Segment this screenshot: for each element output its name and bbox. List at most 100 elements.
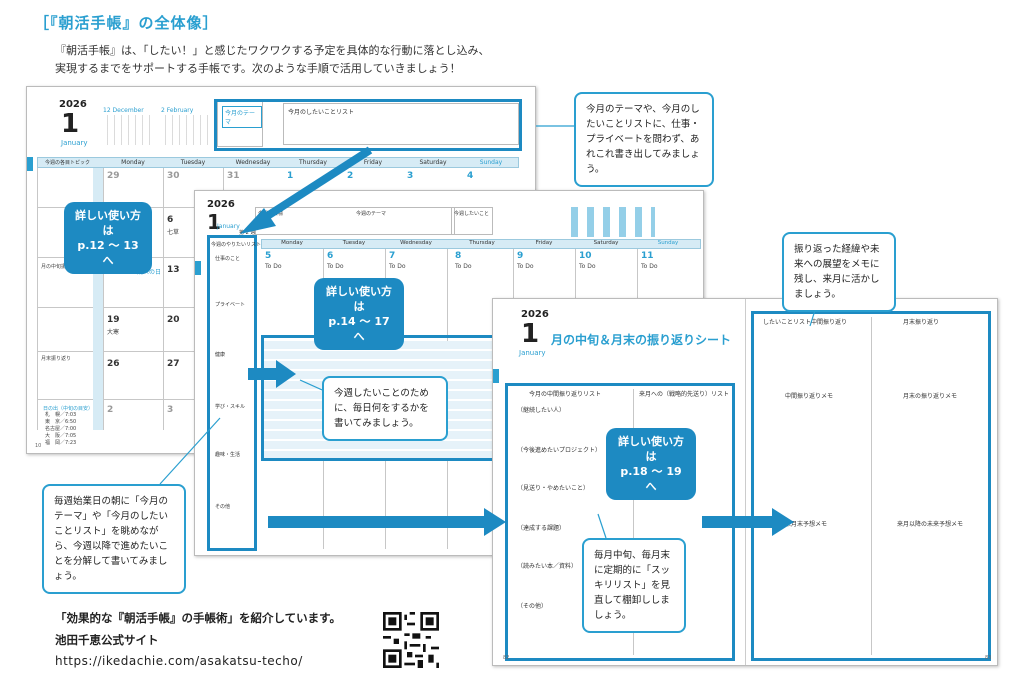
- day-number: 10: [579, 251, 592, 261]
- mini-calendar-grid-2: [161, 115, 209, 145]
- day-cell-number: 4: [467, 171, 474, 181]
- day-cell-number: 3: [167, 405, 174, 415]
- left-item: （今後進めたいプロジェクト）: [517, 447, 602, 454]
- day-cell-note: 大寒: [107, 329, 120, 336]
- detail-link-p14[interactable]: 詳しい使い方は p.14 ～ 17 へ: [314, 278, 404, 350]
- day-number: 8: [455, 251, 462, 261]
- callout-weekly-breakdown: 毎週始業日の朝に「今月のテーマ」や「今月のしたいことリスト」を眺めながら、今週以…: [42, 484, 186, 594]
- sunrise-item: 大 阪／7:05: [45, 433, 77, 439]
- arrow-to-review-left: [268, 508, 506, 536]
- weekday-thursday: Thursday: [469, 240, 495, 246]
- day-cell-number: 6: [167, 215, 174, 225]
- sunrise-item: 福 岡／7:23: [45, 440, 77, 446]
- mini-calendar-grid-1: [103, 115, 151, 145]
- day-cell-number: 1: [287, 171, 294, 181]
- sunrise-item: 東 京／6:50: [45, 419, 77, 425]
- year-label: 2026: [207, 199, 235, 210]
- right-low-1: 来月末予想メモ: [785, 521, 828, 528]
- grid-line: [103, 168, 104, 430]
- month-tab: [493, 369, 499, 383]
- weekly-want-box: 今週したいこと: [451, 207, 493, 235]
- detail-link-line: p.14 ～ 17 へ: [328, 315, 390, 343]
- day-number: 6: [327, 251, 334, 261]
- sunrise-item: 札 幌／7:03: [45, 412, 77, 418]
- habit-tracker: [565, 207, 655, 237]
- callout-monthly-theme: 今月のテーマや、今月のしたいことリストに、仕事・プライベートを問わず、あれこれ書…: [574, 92, 714, 187]
- todo-label: To Do: [265, 263, 282, 270]
- qr-code-icon[interactable]: [383, 612, 439, 668]
- sidebar-title: 今週のやりたいリスト: [211, 242, 262, 248]
- month-name: January: [217, 223, 240, 230]
- sidebar-item: 健康: [215, 352, 226, 358]
- day-cell-number: 26: [107, 359, 120, 369]
- grid-line: [37, 351, 217, 352]
- page-number-right: 83: [985, 655, 992, 661]
- weekday-thursday: Thursday: [299, 159, 327, 166]
- detail-link-line: p.18 ～ 19 へ: [620, 465, 682, 493]
- day-number: 11: [641, 251, 654, 261]
- day-cell-number: 3: [407, 171, 414, 181]
- left-header-1: 今月の中間振り返りリスト: [529, 391, 602, 398]
- day-cell-number: 30: [167, 171, 180, 181]
- detail-link-p18[interactable]: 詳しい使い方は p.18 ～ 19 へ: [606, 428, 696, 500]
- day-cell-note: 成人の日: [137, 269, 162, 276]
- intro-text: 『朝活手帳』は、「したい！」と感じたワクワクする予定を具体的な行動に落とし込み、…: [55, 42, 490, 78]
- arrow-to-review-right: [702, 508, 794, 536]
- day-cell-number: 19: [107, 315, 120, 325]
- sunrise-item: 名古屋／7:00: [45, 426, 77, 432]
- footer-url-link[interactable]: https://ikedachie.com/asakatsu-techo/: [55, 654, 303, 668]
- sidebar-item: その他: [215, 504, 231, 510]
- sidebar-item: 仕事のこと: [215, 256, 241, 262]
- page-number-left: 82: [503, 655, 510, 661]
- callout-monthly-cleanup: 毎月中旬、毎月末に定期的に「スッキリリスト」を見直して棚卸ししましょう。: [582, 538, 686, 633]
- page-number: 10: [35, 443, 42, 449]
- section-heading: ［『朝活手帳』の全体像］: [34, 14, 219, 32]
- weekday-header-bar: [261, 239, 701, 249]
- left-item: （見送り・やめたいこと）: [517, 485, 590, 492]
- weekly-sidebar-highlight: [207, 235, 257, 551]
- month-number: 1: [61, 109, 80, 139]
- detail-link-p12[interactable]: 詳しい使い方は p.12 ～ 13 へ: [64, 202, 152, 274]
- mini-calendar-february: 2 February: [161, 107, 194, 114]
- grid-line: [163, 168, 164, 430]
- day-cell-number: 31: [227, 171, 240, 181]
- detail-link-line: 詳しい使い方は: [618, 435, 684, 463]
- detail-link-line: 詳しい使い方は: [75, 209, 141, 237]
- day-cell-number: 13: [167, 265, 180, 275]
- todo-label: To Do: [641, 263, 658, 270]
- grid-line: [633, 389, 634, 655]
- day-cell-number: 2: [107, 405, 114, 415]
- page-gutter: [745, 299, 746, 665]
- day-number: 5: [265, 251, 272, 261]
- weekday-wednesday: Wednesday: [400, 240, 432, 246]
- weekday-sunday: Sunday: [657, 240, 679, 246]
- week-number-column: [93, 168, 103, 430]
- left-item: （読みたい本／資料）: [517, 563, 578, 570]
- grid-line: [37, 399, 217, 400]
- grid-line: [37, 168, 38, 430]
- right-low-2: 来月以降の未来予想メモ: [897, 521, 964, 528]
- row-label-mid: 月の中旬振り返り: [41, 264, 82, 270]
- left-header-2: 来月への（戦略的先送り）リスト: [639, 391, 730, 398]
- wish-list-label: 今月のしたいことリスト: [288, 109, 355, 116]
- callout-pointer: [159, 417, 221, 485]
- sidebar-item: 学び・スキル: [215, 404, 246, 410]
- weekday-monday: Monday: [281, 240, 303, 246]
- weekday-saturday: Saturday: [593, 240, 619, 246]
- arrow-to-weekly: [240, 146, 373, 234]
- callout-review-memo: 振り返った経緯や未来への展望をメモに残し、来月に活かしましょう。: [782, 232, 896, 312]
- weekday-monday: Monday: [121, 159, 145, 166]
- detail-link-line: 詳しい使い方は: [326, 285, 392, 313]
- callout-pointer: [597, 513, 607, 539]
- weekly-want-label: 今週したいこと: [454, 211, 490, 217]
- weekday-saturday: Saturday: [419, 159, 447, 166]
- grid-line: [37, 307, 217, 308]
- weekday-friday: Friday: [363, 159, 383, 166]
- day-cell-note: 七草: [167, 229, 180, 236]
- detail-link-line: p.12 ～ 13 へ: [77, 239, 139, 267]
- left-item: （達成する課題）: [517, 525, 566, 532]
- row-label-end: 月末振り返り: [41, 356, 72, 362]
- weekday-sunday: Sunday: [479, 159, 503, 166]
- right-mid-2: 月末の振り返りメモ: [903, 393, 958, 400]
- todo-label: To Do: [455, 263, 472, 270]
